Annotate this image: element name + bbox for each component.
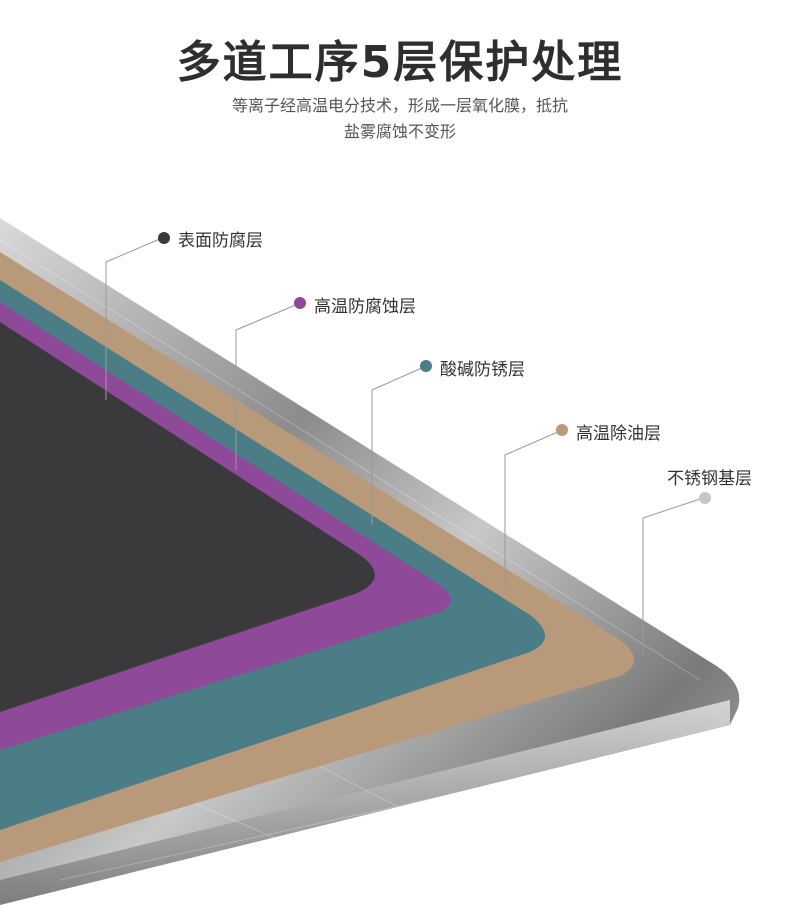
- layer-dark: [0, 322, 375, 712]
- leader-line-1: [105, 237, 163, 400]
- leader-line-4: [504, 430, 561, 590]
- dot-layer-4: [556, 424, 568, 436]
- leader-line-2: [235, 303, 299, 470]
- label-surface-anticorrosion: 表面防腐层: [178, 231, 263, 251]
- leader-line-3: [371, 366, 425, 525]
- dot-layer-5: [699, 492, 711, 504]
- layer-steel-edge: [0, 700, 730, 905]
- label-high-temp-anticorrosion: 高温防腐蚀层: [314, 297, 416, 317]
- leader-line-5: [642, 497, 704, 655]
- label-stainless-steel-base: 不锈钢基层: [667, 469, 752, 489]
- subtitle-line-2: 盐雾腐蚀不变形: [343, 122, 456, 141]
- dot-layer-2: [294, 297, 306, 309]
- dot-layer-1: [158, 232, 170, 244]
- dot-layer-3: [420, 360, 432, 372]
- page-title: 多道工序5层保护处理: [176, 37, 624, 88]
- label-high-temp-degrease: 高温除油层: [576, 424, 661, 444]
- subtitle-line-1: 等离子经高温电分技术，形成一层氧化膜，抵抗: [231, 96, 568, 115]
- label-acid-alkali-rustproof: 酸碱防锈层: [440, 360, 525, 380]
